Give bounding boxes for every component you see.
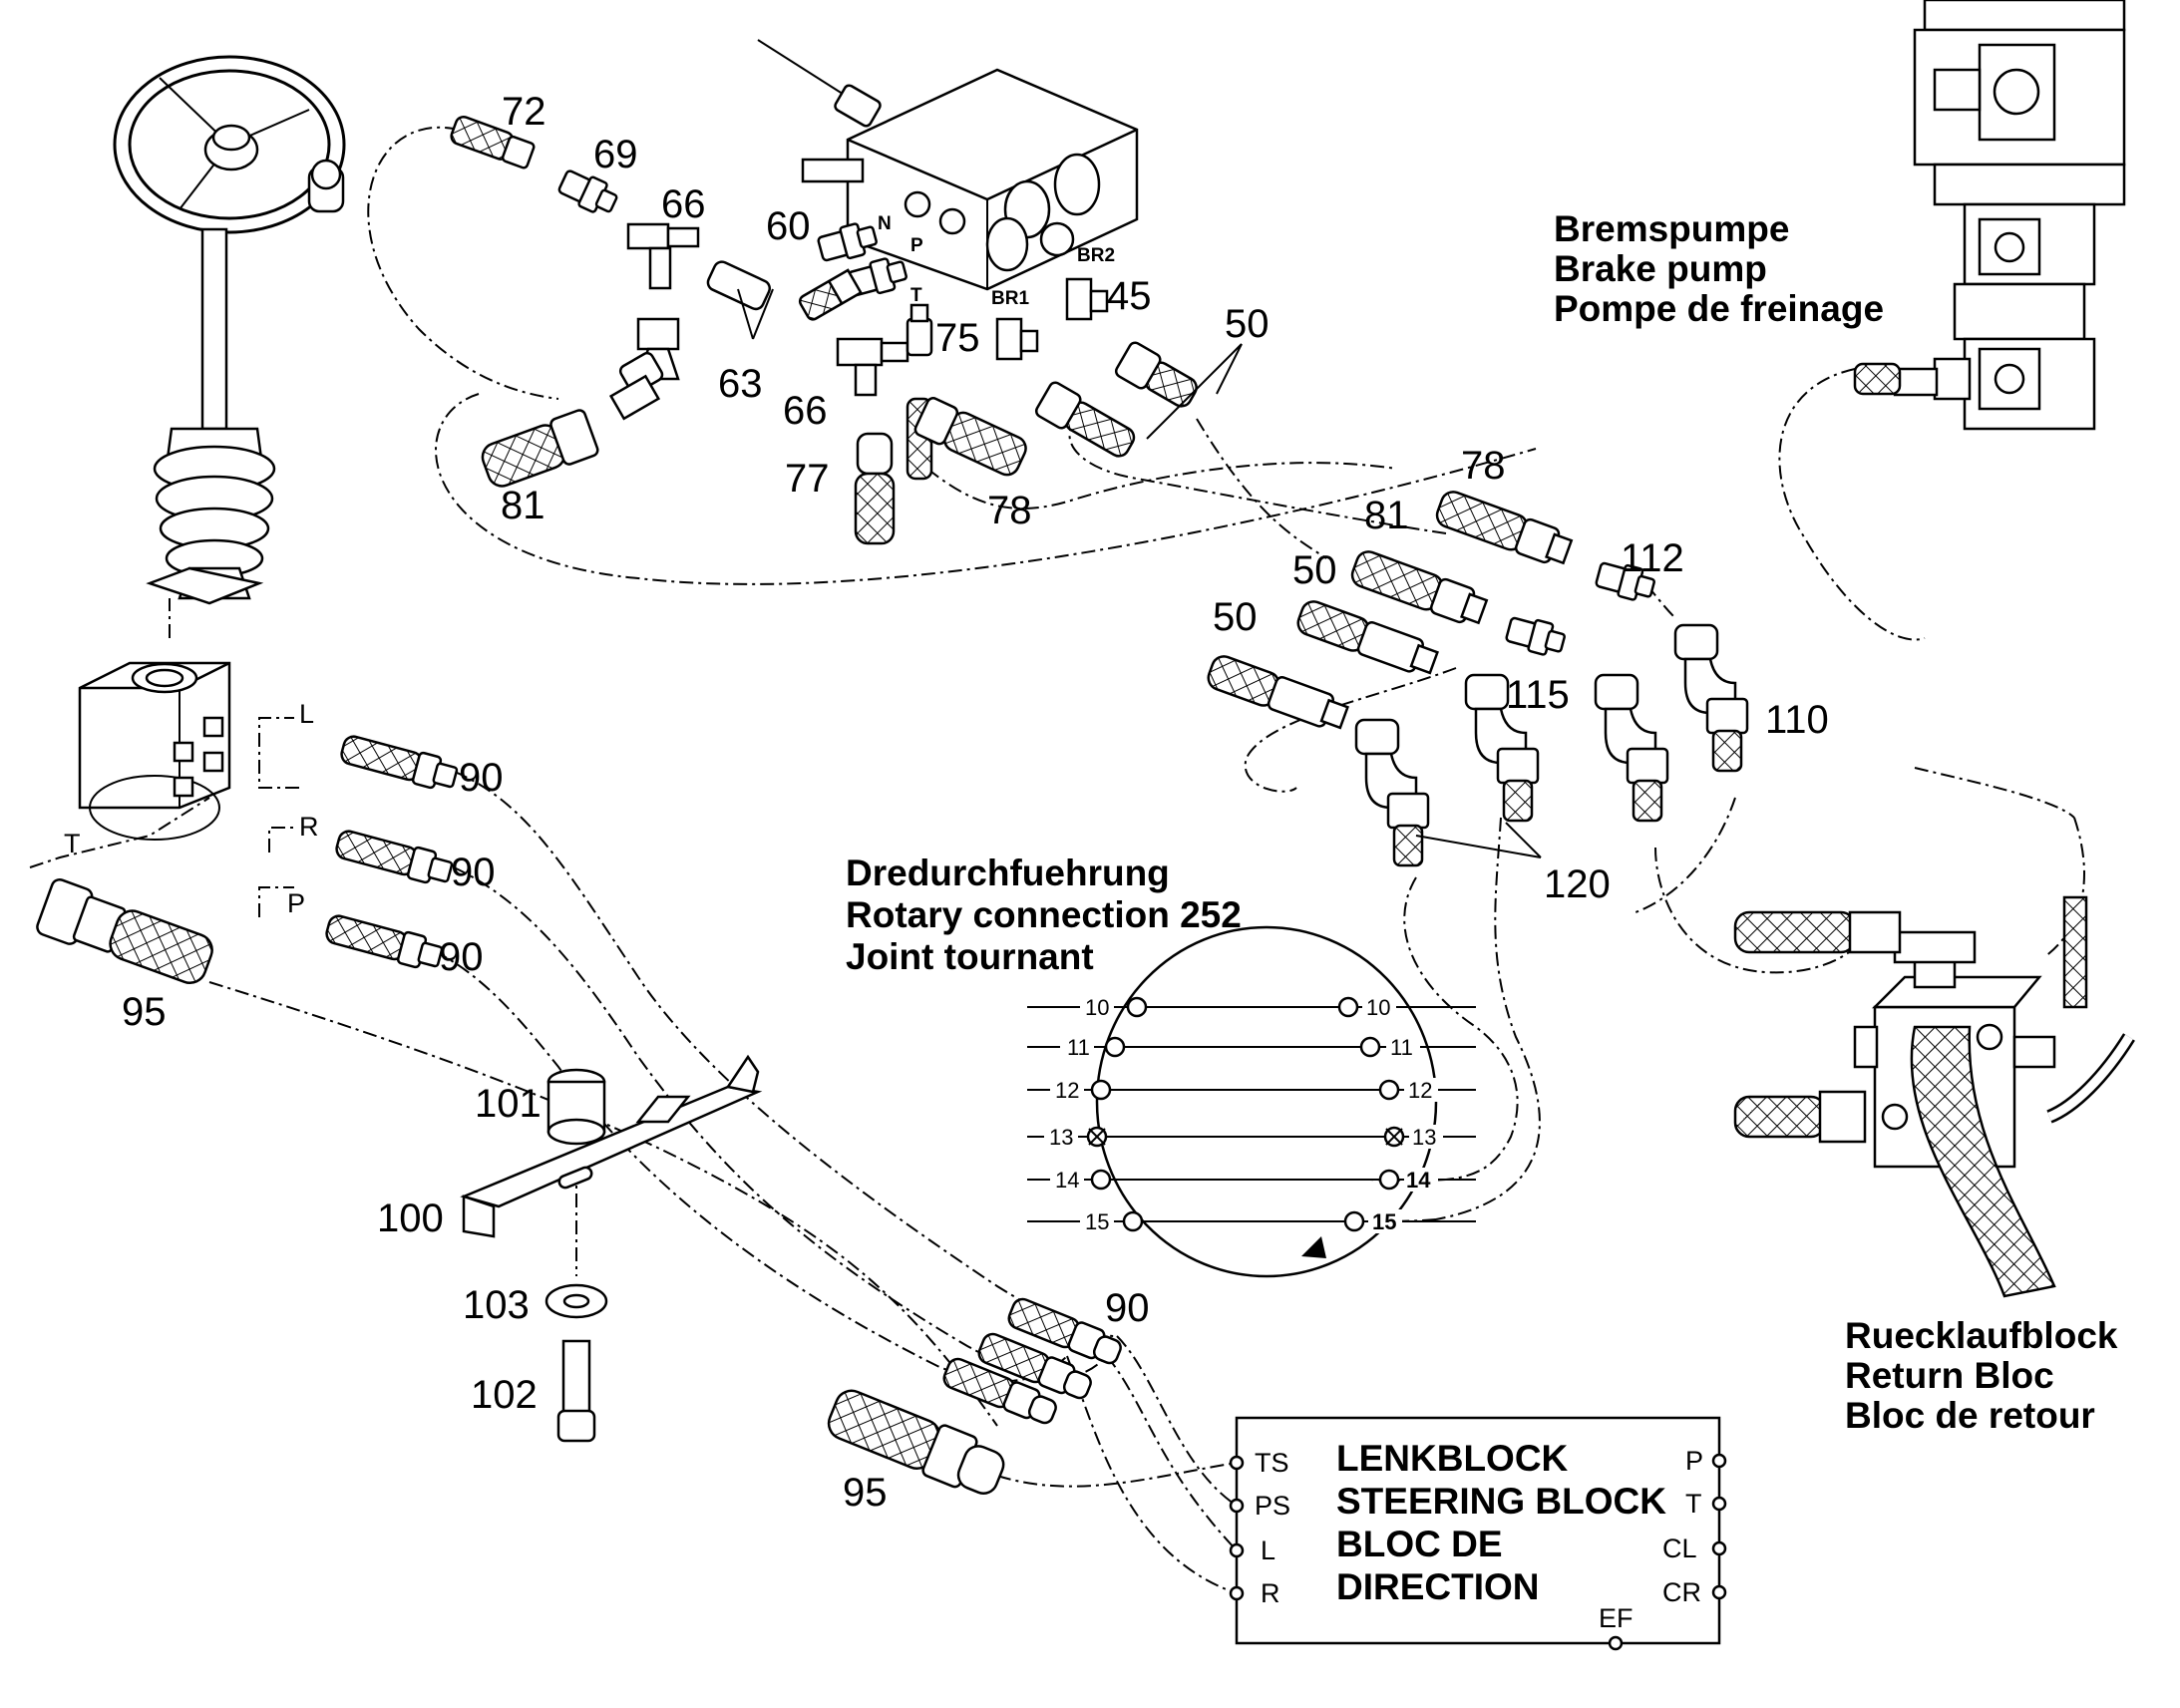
steering-block-port-ef: EF: [1599, 1603, 1634, 1633]
steering-block-title-de: LENKBLOCK: [1336, 1438, 1569, 1479]
rotary-left-10: 10: [1085, 995, 1109, 1020]
part-label-102: 102: [471, 1373, 538, 1417]
part-label-101: 101: [475, 1082, 542, 1126]
hose-90-r: [331, 825, 457, 890]
part-label-81-right: 81: [1364, 494, 1409, 537]
steering-block-title-fr-1: BLOC DE: [1336, 1524, 1503, 1564]
valve-port-br1: BR1: [991, 288, 1029, 309]
rotary-left-12: 12: [1055, 1078, 1079, 1103]
part-label-90-bottom: 90: [1105, 1286, 1150, 1330]
part-label-78-right: 78: [1461, 444, 1506, 488]
part-label-78-left: 78: [987, 489, 1032, 532]
part-label-66-top: 66: [661, 182, 706, 226]
steering-block-port-r: R: [1261, 1578, 1280, 1608]
part-label-100: 100: [377, 1196, 444, 1240]
leader-lines: [737, 288, 1542, 858]
return-block-label-de: Ruecklaufblock: [1845, 1315, 2118, 1356]
part-label-115: 115: [1506, 673, 1570, 717]
steering-port-l: L: [299, 699, 314, 729]
part-label-103: 103: [463, 1283, 530, 1327]
rotary-right-10: 10: [1366, 995, 1390, 1020]
rotary-right-11: 11: [1390, 1035, 1413, 1060]
rotary-label-en: Rotary connection 252: [846, 894, 1242, 935]
part-numbers: 72 69 66 60 63 66 75 45 50 81 77 78 78 8…: [122, 90, 1829, 1515]
part-label-75: 75: [935, 316, 980, 360]
valve-block: N P T BR1 BR2: [757, 39, 1139, 309]
part-label-90-l: 90: [459, 756, 504, 800]
part-label-50-top: 50: [1225, 302, 1270, 346]
part-label-77: 77: [785, 457, 830, 501]
steering-wheel: [113, 55, 346, 234]
rotary-right-12: 12: [1408, 1078, 1432, 1103]
rotary-left-14: 14: [1055, 1168, 1079, 1193]
return-block-label-en: Return Bloc: [1845, 1355, 2054, 1396]
part-label-90-r: 90: [451, 851, 496, 894]
valve-port-n: N: [878, 213, 892, 234]
rotary-label-de: Dredurchfuehrung: [846, 853, 1170, 893]
rotary-label-fr: Joint tournant: [846, 936, 1094, 977]
rotary-left-15: 15: [1085, 1209, 1109, 1234]
part-label-110: 110: [1765, 698, 1829, 742]
rotary-connection: 10 11 12 13 14 15 10 11 12 13 14 15: [1027, 925, 1476, 1278]
steering-block-port-cr: CR: [1662, 1577, 1701, 1607]
part-label-69: 69: [593, 133, 638, 176]
middle-hoses: [1207, 491, 1749, 867]
brake-pump-label-en: Brake pump: [1554, 248, 1767, 289]
steering-port-t: T: [64, 829, 81, 858]
steering-unit: L R P T: [64, 661, 319, 918]
rotary-left-13: 13: [1049, 1125, 1073, 1150]
rotary-right-13: 13: [1412, 1125, 1436, 1150]
valve-fittings: [450, 116, 1198, 545]
part-label-66-mid: 66: [783, 389, 828, 433]
rotary-right-15: 15: [1372, 1209, 1396, 1234]
part-label-72: 72: [502, 90, 546, 134]
part-label-90-p: 90: [439, 935, 484, 979]
steering-block-port-ts: TS: [1255, 1448, 1289, 1478]
part-label-50-mid: 50: [1292, 548, 1337, 592]
hose-95-steering: [36, 878, 213, 984]
part-label-50-low: 50: [1213, 595, 1258, 639]
rotary-nodes-right: [1337, 996, 1405, 1232]
part-label-81-left: 81: [501, 484, 545, 527]
brake-pump-label-de: Bremspumpe: [1554, 208, 1789, 249]
steering-block-port-ps: PS: [1255, 1491, 1290, 1521]
steering-column: [146, 227, 276, 605]
steering-block: TS PS L R P T CL CR EF LENKBLOCK STEERIN…: [1229, 1416, 1727, 1651]
bracket-assembly: [460, 1054, 763, 1443]
brake-pump: [1853, 0, 2126, 431]
part-label-63: 63: [718, 362, 763, 406]
part-label-95-left: 95: [122, 990, 167, 1034]
rotary-right-14: 14: [1406, 1168, 1431, 1193]
steering-port-p: P: [287, 888, 305, 918]
part-label-95-bottom: 95: [843, 1471, 888, 1515]
valve-port-br2: BR2: [1077, 245, 1115, 266]
part-label-120: 120: [1544, 862, 1611, 906]
steering-block-port-l: L: [1261, 1536, 1275, 1565]
steering-block-port-t: T: [1685, 1489, 1702, 1519]
steering-port-r: R: [299, 812, 319, 842]
part-label-60: 60: [766, 204, 811, 248]
valve-port-t: T: [910, 285, 922, 306]
steering-block-port-cl: CL: [1662, 1534, 1697, 1563]
rotary-left-11: 11: [1067, 1035, 1090, 1060]
return-block-label-fr: Bloc de retour: [1845, 1395, 2095, 1436]
part-label-112: 112: [1621, 536, 1684, 580]
steering-block-title-fr-2: DIRECTION: [1336, 1566, 1540, 1607]
steering-block-port-p: P: [1685, 1446, 1703, 1476]
return-block: [1733, 895, 2135, 1298]
valve-port-p: P: [910, 235, 923, 256]
rotary-nodes-left: [1086, 996, 1148, 1232]
part-label-45: 45: [1107, 274, 1152, 318]
brake-pump-label-fr: Pompe de freinage: [1554, 288, 1884, 329]
hose-90-l: [336, 730, 462, 796]
steering-block-title-en: STEERING BLOCK: [1336, 1481, 1666, 1522]
lower-hoses: [827, 1297, 1122, 1495]
hose-90-p: [321, 909, 447, 975]
